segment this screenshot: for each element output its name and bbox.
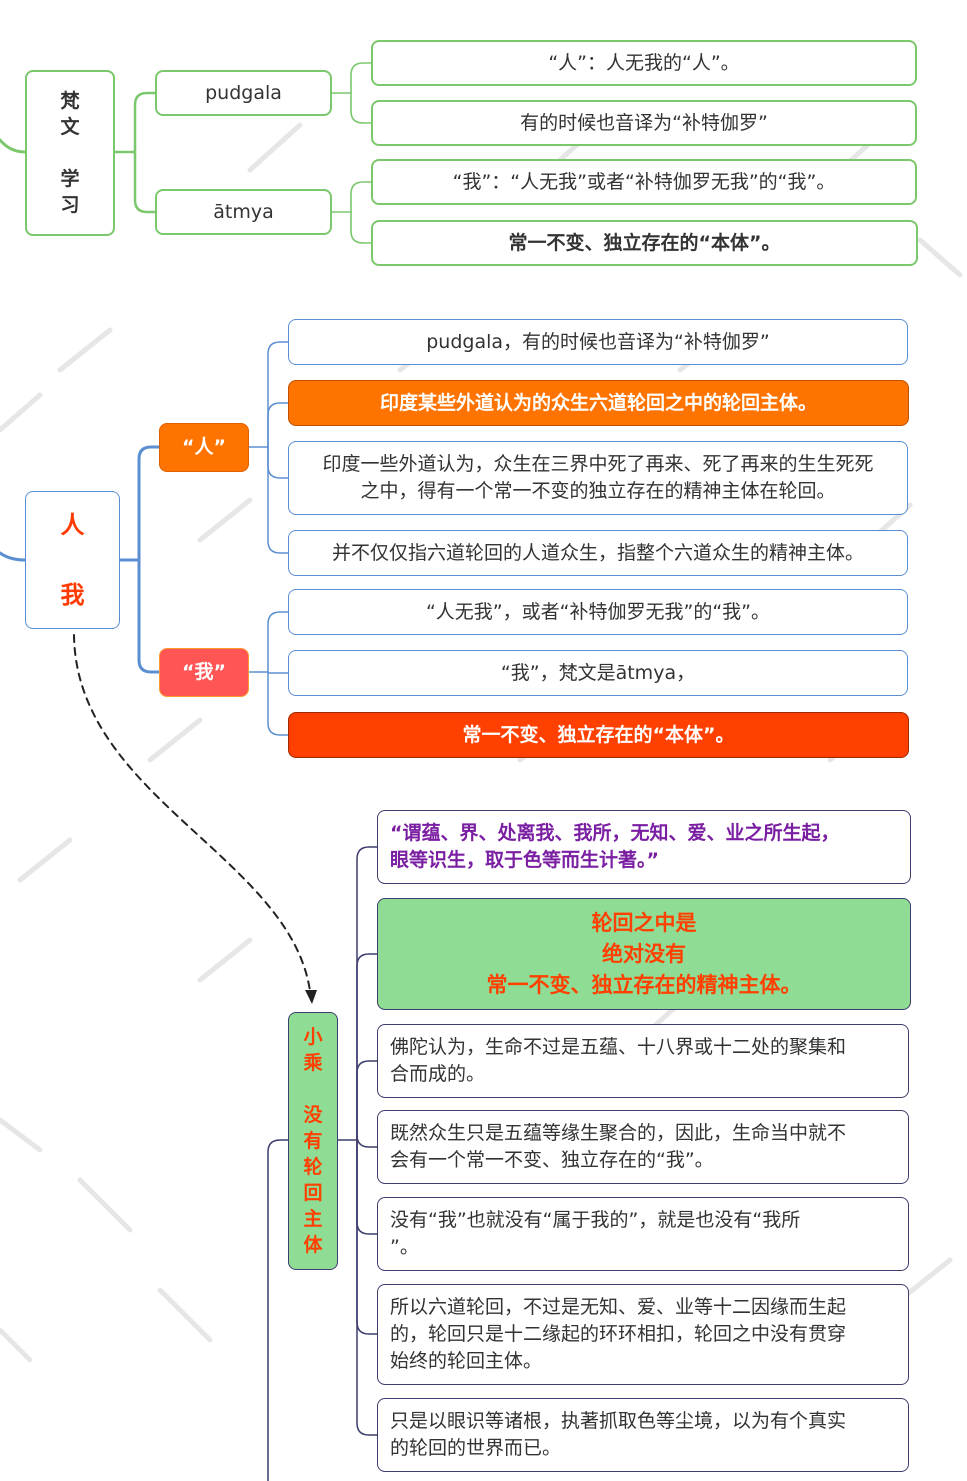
atmya-item-2: 常一不变、独立存在的“本体”。 bbox=[371, 220, 918, 266]
connector-line bbox=[356, 1134, 378, 1148]
connector-line bbox=[133, 91, 157, 154]
connector-line bbox=[356, 846, 378, 1141]
connector-line bbox=[356, 1060, 378, 1141]
pudgala-node: pudgala bbox=[155, 70, 332, 116]
connector-line bbox=[350, 181, 372, 213]
ren-item-1: pudgala，有的时候也音译为“补特伽罗” bbox=[288, 319, 908, 365]
point-item-5: 只是以眼识等诸根，执著抓取色等尘境，以为有个真实 的轮回的世界而已。 bbox=[377, 1398, 909, 1472]
connector-line bbox=[267, 341, 289, 448]
connector-line bbox=[137, 558, 161, 674]
root-char: 人 bbox=[60, 511, 85, 539]
root-hinayana: 小 乘 没 有 轮 回 主 体 bbox=[288, 1012, 338, 1270]
watermark-stroke bbox=[57, 327, 113, 373]
ren-item-3: 印度一些外道认为，众生在三界中死了再来、死了再来的生生死死 之中，得有一个常一不… bbox=[288, 441, 908, 515]
wo-item-2: “我”，梵文是ātmya， bbox=[288, 650, 908, 696]
connector-line bbox=[0, 138, 27, 154]
point-item-2: 既然众生只是五蕴等缘生聚合的，因此，生命当中就不 会有一个常一不变、独立存在的“… bbox=[377, 1110, 909, 1184]
root-char: 文 bbox=[60, 116, 80, 138]
connector-line bbox=[0, 551, 27, 562]
root-char: 小 bbox=[303, 1026, 323, 1048]
arrowhead bbox=[305, 990, 317, 1004]
connector-line bbox=[267, 446, 289, 479]
root-char: 体 bbox=[303, 1234, 323, 1256]
wo-item-1: “人无我”，或者“补特伽罗无我”的“我”。 bbox=[288, 589, 908, 635]
ren-item-2: 印度某些外道认为的众生六道轮回之中的轮回主体。 bbox=[288, 380, 909, 426]
root-ren-wo: 人 我 bbox=[25, 491, 120, 629]
pudgala-item-2: 有的时候也音译为“补特伽罗” bbox=[371, 100, 917, 146]
point-item-4: 所以六道轮回，不过是无知、爱、业等十二因缘而生起 的，轮回只是十二缘起的环环相扣… bbox=[377, 1284, 909, 1385]
connector-line bbox=[356, 1139, 378, 1436]
connector-line bbox=[267, 446, 289, 554]
ren-node: “人” bbox=[159, 423, 249, 472]
root-char: 学 bbox=[60, 168, 80, 190]
connector-line bbox=[356, 953, 378, 1141]
connector-line bbox=[267, 1139, 289, 1481]
point-item-1: 佛陀认为，生命不过是五蕴、十八界或十二处的聚集和 合而成的。 bbox=[377, 1024, 909, 1098]
watermark-stroke bbox=[0, 1327, 33, 1363]
wo-item-3: 常一不变、独立存在的“本体”。 bbox=[288, 712, 909, 758]
watermark-stroke bbox=[197, 937, 253, 983]
watermark-stroke bbox=[197, 497, 253, 543]
no-subject-highlight: 轮回之中是 绝对没有 常一不变、独立存在的精神主体。 bbox=[377, 898, 911, 1010]
root-char: 有 bbox=[303, 1130, 323, 1152]
ren-item-4: 并不仅仅指六道轮回的人道众生，指整个六道众生的精神主体。 bbox=[288, 530, 908, 576]
root-char: 回 bbox=[303, 1182, 323, 1204]
watermark-stroke bbox=[917, 237, 963, 278]
connector-line bbox=[356, 1139, 378, 1335]
root-char: 没 bbox=[303, 1104, 323, 1126]
connector-line bbox=[350, 211, 372, 244]
root-char: 乘 bbox=[303, 1052, 323, 1074]
watermark-stroke bbox=[0, 1117, 43, 1153]
watermark-stroke bbox=[247, 122, 303, 173]
watermark-stroke bbox=[17, 837, 73, 883]
root-char: 我 bbox=[60, 581, 85, 609]
root-char: 习 bbox=[60, 194, 80, 216]
atmya-item-1: “我”：“人无我”或者“补特伽罗无我”的“我”。 bbox=[371, 159, 917, 205]
atmya-node: ātmya bbox=[155, 189, 332, 235]
root-char: 轮 bbox=[303, 1156, 323, 1178]
watermark-stroke bbox=[147, 717, 203, 763]
connector-line bbox=[350, 62, 372, 94]
root-char: 梵 bbox=[60, 90, 80, 112]
wo-node: “我” bbox=[159, 648, 249, 697]
sutra-quote: “谓蕴、界、处离我、我所，无知、爱、业之所生起， 眼等识生，取于色等而生计著。” bbox=[377, 810, 911, 884]
connector-line bbox=[356, 1139, 378, 1235]
watermark-stroke bbox=[0, 392, 43, 433]
point-item-3: 没有“我”也就没有“属于我的”，就是也没有“我所 ”。 bbox=[377, 1197, 909, 1271]
pudgala-item-1: “人”：人无我的“人”。 bbox=[371, 40, 917, 86]
connector-line bbox=[267, 402, 289, 448]
connector-line bbox=[267, 611, 289, 673]
connector-line bbox=[350, 92, 372, 124]
watermark-stroke bbox=[157, 1287, 213, 1343]
root-char: 主 bbox=[303, 1208, 323, 1230]
connector-line bbox=[137, 445, 161, 562]
connector-line bbox=[133, 150, 157, 214]
root-sanskrit-study: 梵 文 学 习 bbox=[25, 70, 115, 236]
dashed-arrow-line bbox=[73, 634, 312, 1001]
connector-line bbox=[267, 671, 289, 736]
watermark-stroke bbox=[77, 1177, 133, 1233]
